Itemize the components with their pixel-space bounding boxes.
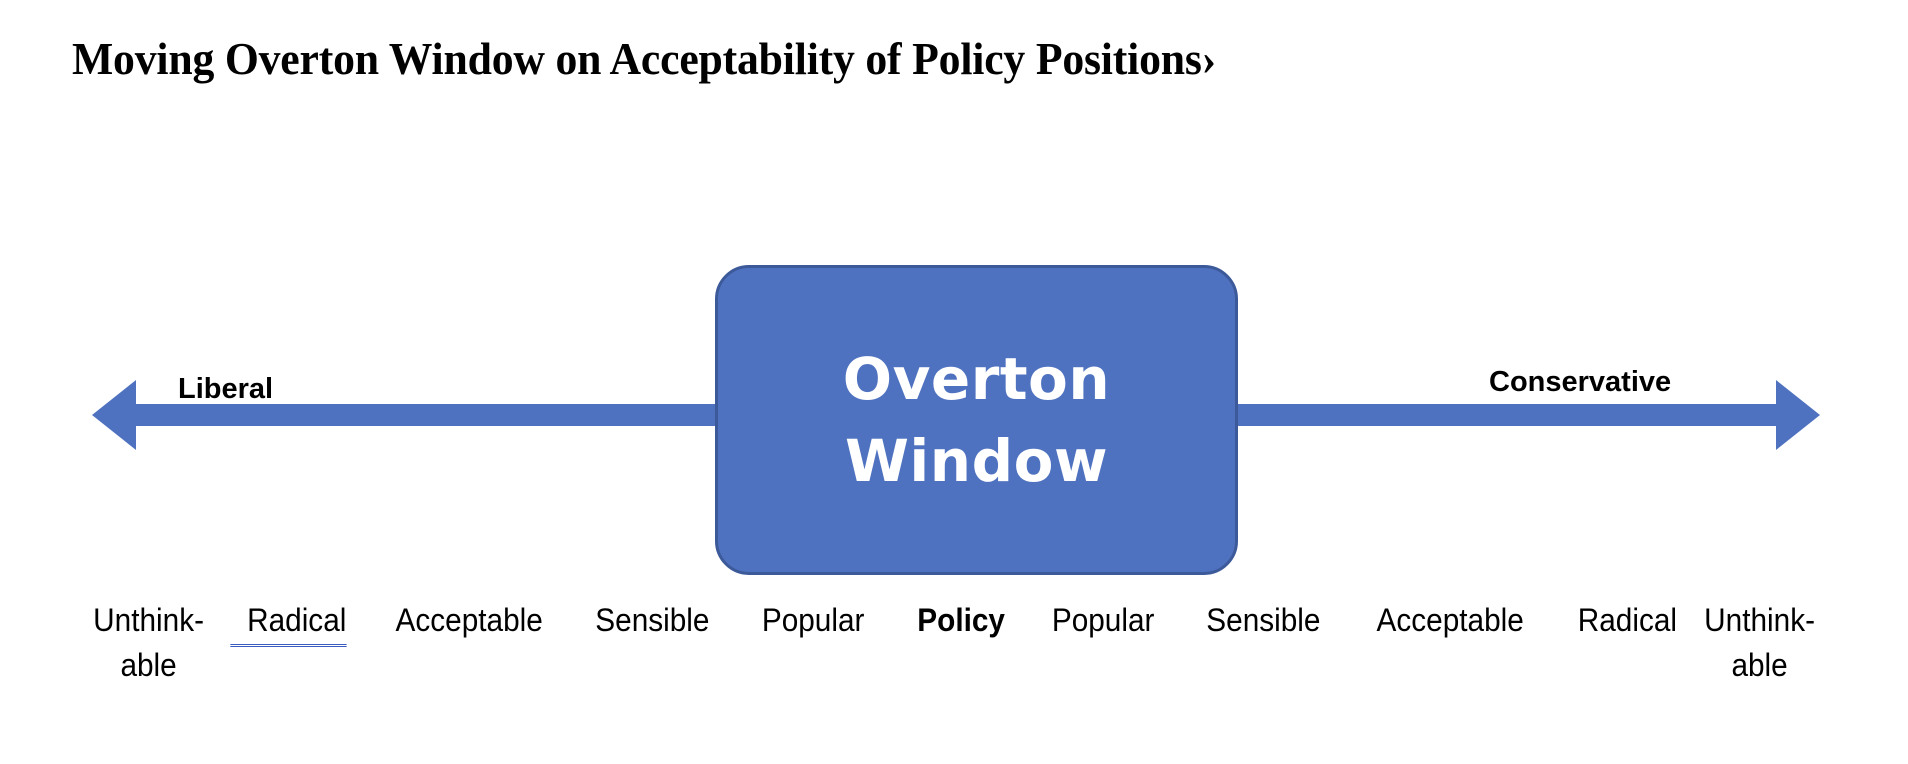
- overton-window-line-1: Overton: [842, 345, 1111, 413]
- axis-label-conservative: Conservative: [1489, 366, 1672, 398]
- page-title-text: Moving Overton Window on Acceptability o…: [72, 33, 1202, 84]
- page-title: Moving Overton Window on Acceptability o…: [72, 30, 1216, 88]
- axis-arrowhead-right: [1776, 380, 1820, 450]
- scale-item-sensible-left: Sensible: [595, 602, 710, 638]
- scale-item-popular-right: Popular: [1051, 602, 1155, 638]
- scale-item-radical-left: Radical: [230, 598, 347, 647]
- acceptability-scale: Unthink- able Radical Acceptable Sensibl…: [0, 598, 1908, 708]
- page-title-chevron: ›: [1201, 33, 1217, 84]
- scale-item-unthinkable-left: Unthink- able: [92, 602, 204, 683]
- overton-window-line-2: Window: [844, 427, 1109, 495]
- axis-shaft-left: [136, 404, 736, 426]
- overton-window-box[interactable]: Overton Window: [715, 265, 1238, 575]
- axis-arrowhead-left: [92, 380, 136, 450]
- scale-item-popular-left: Popular: [761, 602, 864, 638]
- scale-item-unthinkable-right: Unthink- able: [1704, 602, 1816, 683]
- scale-item-radical-right: Radical: [1577, 602, 1677, 638]
- scale-item-acceptable-right: Acceptable: [1376, 602, 1524, 638]
- axis-label-liberal: Liberal: [178, 373, 274, 405]
- scale-item-policy: Policy: [917, 602, 1005, 638]
- scale-item-sensible-right: Sensible: [1206, 602, 1321, 638]
- scale-item-radical-left-label: Radical: [230, 598, 347, 647]
- axis-shaft-right: [1220, 404, 1776, 426]
- scale-item-acceptable-left: Acceptable: [396, 602, 544, 638]
